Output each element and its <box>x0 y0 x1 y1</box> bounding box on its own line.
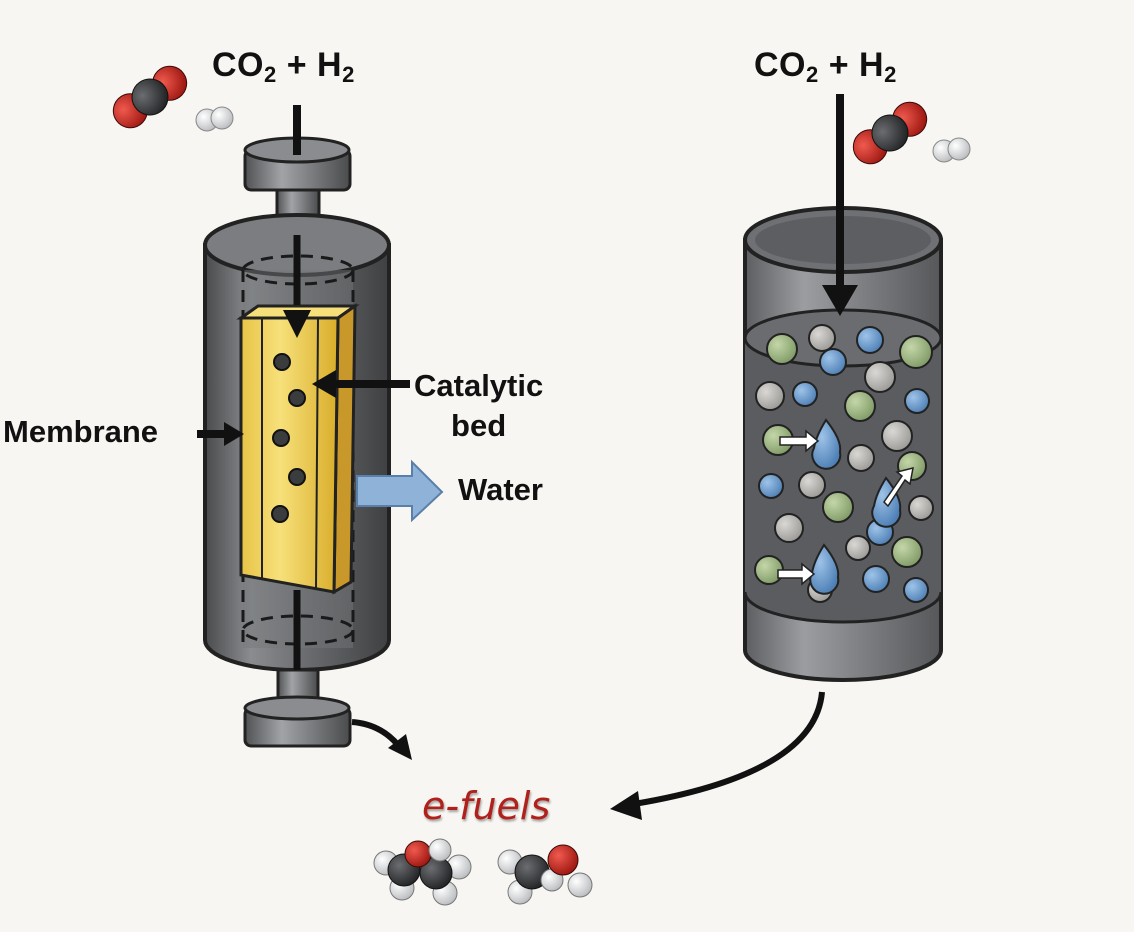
catalyst-pellet <box>288 389 306 407</box>
catalyst-pellet <box>288 468 306 486</box>
membrane-pointer <box>197 422 244 446</box>
catalytic-bed-label: Catalytic bed <box>414 366 543 446</box>
dimethyl-ether-molecule-icon <box>373 838 472 906</box>
co2-molecule-icon <box>852 101 928 165</box>
membrane-reactor <box>203 105 412 760</box>
outlet-curve-arrow <box>627 691 825 808</box>
arrow-head-icon <box>610 791 642 820</box>
e-fuels-label: e-fuels <box>422 784 551 828</box>
outlet-curve-arrow <box>351 719 401 748</box>
water-label: Water <box>458 472 543 507</box>
catalytic-bed-label-line1: Catalytic <box>414 368 544 403</box>
left-feed-co: CO <box>212 46 264 84</box>
co2-molecule-icon <box>112 65 188 129</box>
packed-bed-reactor <box>610 94 943 820</box>
h2-molecule-icon <box>195 106 234 132</box>
catalyst-pellet <box>272 429 290 447</box>
reactor-bottom-cap <box>243 668 352 748</box>
right-feed-co: CO <box>754 46 806 84</box>
methanol-molecule-icon <box>497 844 593 905</box>
right-feed-sub2: 2 <box>884 62 897 87</box>
catalytic-bed-block <box>236 303 360 595</box>
left-feed-sub1: 2 <box>264 62 277 87</box>
arrow-head-icon <box>388 734 412 760</box>
left-feed-sub2: 2 <box>342 62 355 87</box>
down-arrow-icon <box>822 285 858 316</box>
right-feed-plus-h: + H <box>818 46 885 84</box>
membrane-label: Membrane <box>3 414 159 449</box>
catalytic-bed-label-line2: bed <box>451 408 507 443</box>
left-feed-label: CO2 + H2 <box>212 46 355 88</box>
h2-molecule-icon <box>932 137 971 163</box>
water-arrow-icon <box>356 459 444 523</box>
down-arrow-icon <box>283 310 311 338</box>
right-feed-sub1: 2 <box>806 62 819 87</box>
right-feed-label: CO2 + H2 <box>754 46 897 88</box>
catalyst-pellet <box>271 505 289 523</box>
catalytic-bed-pointer <box>312 370 410 398</box>
catalyst-pellet <box>273 353 291 371</box>
water-migration-arrows <box>777 429 914 586</box>
left-feed-plus-h: + H <box>276 46 343 84</box>
